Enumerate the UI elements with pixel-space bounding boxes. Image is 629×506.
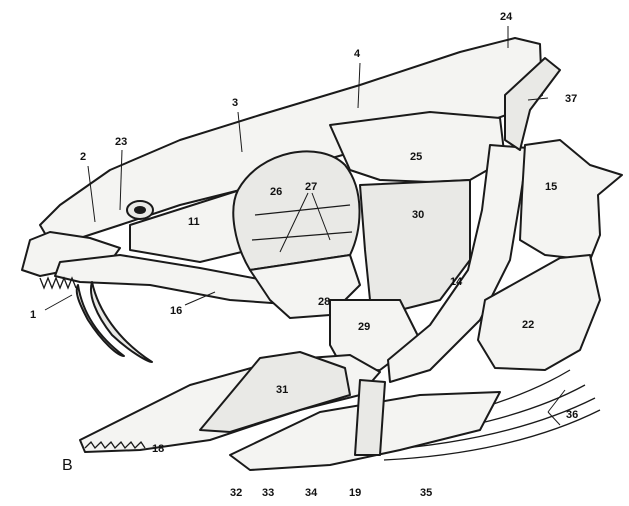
label-15: 15 xyxy=(545,181,557,193)
label-4: 4 xyxy=(354,48,361,60)
label-32: 32 xyxy=(230,487,242,499)
premaxillary-fang xyxy=(91,282,152,362)
label-25: 25 xyxy=(410,151,422,163)
label-2: 2 xyxy=(80,151,86,163)
label-37: 37 xyxy=(565,93,577,105)
label-28: 28 xyxy=(318,296,330,308)
label-16: 16 xyxy=(170,305,182,317)
label-27: 27 xyxy=(305,181,317,193)
premaxillary-fang-2 xyxy=(77,285,124,356)
label-36: 36 xyxy=(566,409,578,421)
label-1: 1 xyxy=(30,309,36,321)
interhyal xyxy=(355,380,385,455)
label-34: 34 xyxy=(305,487,318,499)
label-33: 33 xyxy=(262,487,274,499)
label-30: 30 xyxy=(412,209,424,221)
panel-letter: B xyxy=(62,457,73,474)
label-26: 26 xyxy=(270,186,282,198)
label-22: 22 xyxy=(522,319,534,331)
label-29: 29 xyxy=(358,321,370,333)
label-14: 14 xyxy=(450,276,463,288)
label-35: 35 xyxy=(420,487,432,499)
label-3: 3 xyxy=(232,97,238,109)
label-19: 19 xyxy=(349,487,361,499)
opercle xyxy=(520,140,622,260)
hyomandibular xyxy=(330,112,505,182)
label-18: 18 xyxy=(152,443,164,455)
label-23: 23 xyxy=(115,136,127,148)
label-24: 24 xyxy=(500,11,513,23)
label-11: 11 xyxy=(188,216,200,228)
label-31: 31 xyxy=(276,384,288,396)
